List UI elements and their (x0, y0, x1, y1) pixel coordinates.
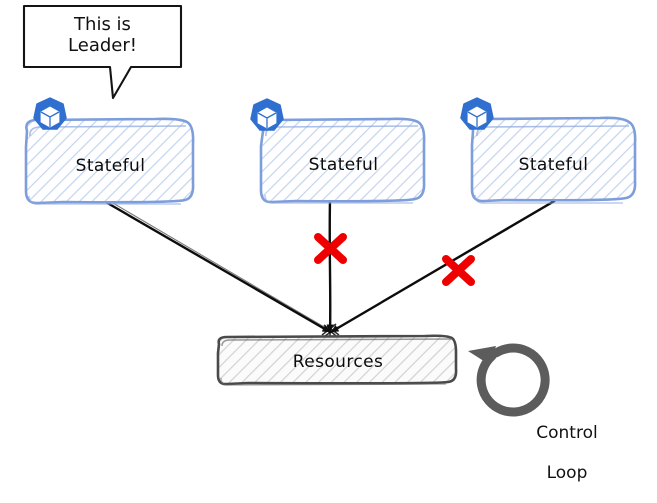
stateful-node-1[interactable] (24, 97, 195, 205)
kubernetes-cube-icon (460, 97, 494, 130)
edge-node1-resources (102, 198, 332, 334)
resources-label: Resources (292, 352, 384, 372)
kubernetes-cube-icon (33, 97, 67, 130)
control-loop-arrow (468, 343, 550, 417)
stateful-node-3-label: Stateful (518, 155, 589, 175)
leader-callout-text: This is Leader! (24, 14, 181, 56)
control-loop-line1: Control (536, 423, 598, 444)
leader-callout-bubble (22, 4, 183, 100)
stateful-node-1-label: Stateful (75, 156, 146, 176)
edge-convergence-scribble (321, 322, 340, 337)
edge-node2-resources (326, 198, 334, 334)
block-x-2 (442, 255, 475, 286)
diagram-canvas: This is Leader! Stateful Stateful Statef… (22, 4, 637, 484)
stateful-node-3[interactable] (460, 97, 637, 204)
control-loop-label: Control Loop (511, 403, 623, 503)
leader-callout-line1: This is (74, 14, 131, 35)
edge-node3-resources (329, 198, 558, 334)
stateful-node-2[interactable] (250, 98, 426, 204)
block-x-1 (314, 233, 347, 264)
stateful-node-2-label: Stateful (308, 155, 379, 175)
resources-box[interactable] (216, 334, 458, 386)
leader-callout-line2: Leader! (68, 35, 137, 57)
diagram-vector-layer (22, 4, 637, 417)
control-loop-line2: Loop (546, 463, 588, 484)
kubernetes-cube-icon (250, 98, 284, 131)
edge-group (102, 198, 558, 337)
